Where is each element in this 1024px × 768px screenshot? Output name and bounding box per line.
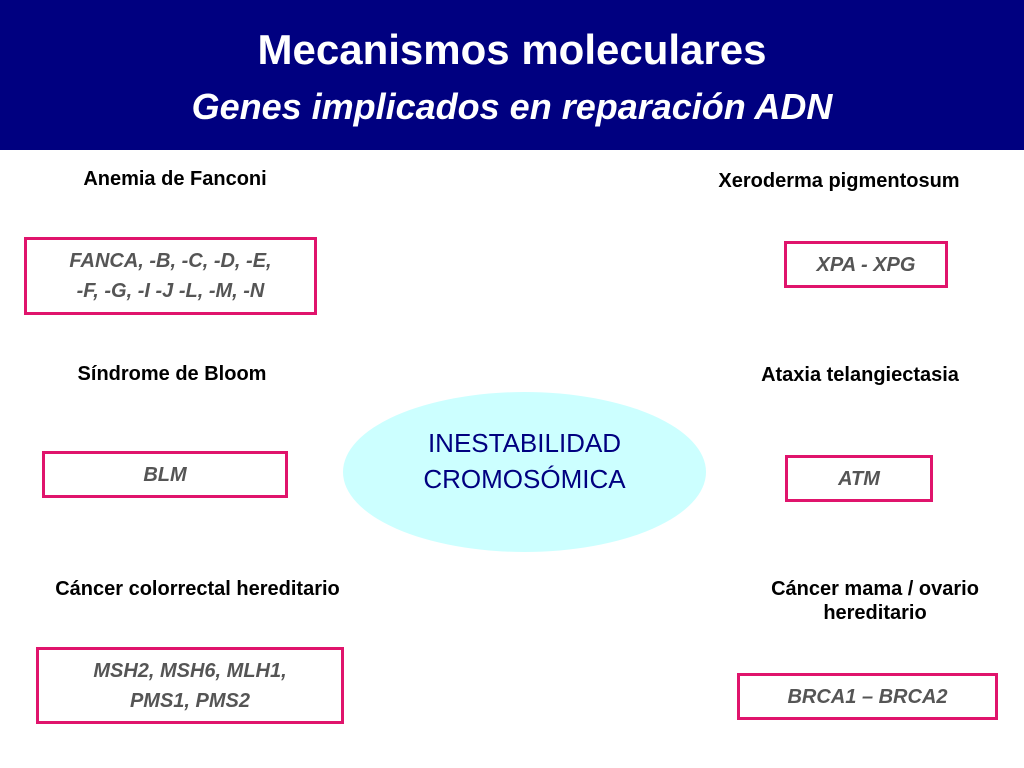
gene-list-bloom: BLM <box>143 463 187 486</box>
center-ellipse <box>343 392 706 552</box>
gene-box-xeroderma: XPA - XPG <box>784 241 948 288</box>
gene-list-colorrectal: MSH2, MSH6, MLH1, PMS1, PMS2 <box>93 659 287 712</box>
gene-box-bloom: BLM <box>42 451 288 498</box>
center-ellipse-text: INESTABILIDAD CROMOSÓMICA <box>423 428 626 494</box>
disease-label-ataxia: Ataxia telangiectasia <box>761 364 959 386</box>
disease-label-xeroderma: Xeroderma pigmentosum <box>718 170 960 192</box>
slide-title: Mecanismos moleculares <box>257 26 767 73</box>
disease-label-mama-ovario: Cáncer mama / ovario hereditario <box>771 578 979 624</box>
gene-list-mama-ovario: BRCA1 – BRCA2 <box>787 685 948 708</box>
disease-label-bloom: Síndrome de Bloom <box>77 363 267 385</box>
gene-box-colorrectal: MSH2, MSH6, MLH1, PMS1, PMS2 <box>36 647 344 724</box>
gene-box-ataxia: ATM <box>785 455 933 502</box>
disease-label-colorrectal: Cáncer colorrectal hereditario <box>55 578 340 600</box>
gene-box-mama-ovario: BRCA1 – BRCA2 <box>737 673 998 720</box>
slide-header: Mecanismos moleculares Genes implicados … <box>0 0 1024 150</box>
gene-list-ataxia: ATM <box>838 467 880 490</box>
slide-subtitle: Genes implicados en reparación ADN <box>191 86 833 127</box>
disease-label-fanconi: Anemia de Fanconi <box>83 168 267 190</box>
gene-box-fanconi: FANCA, -B, -C, -D, -E, -F, -G, -I -J -L,… <box>24 237 317 315</box>
gene-list-fanconi: FANCA, -B, -C, -D, -E, -F, -G, -I -J -L,… <box>69 250 272 302</box>
gene-list-xeroderma: XPA - XPG <box>816 253 916 276</box>
